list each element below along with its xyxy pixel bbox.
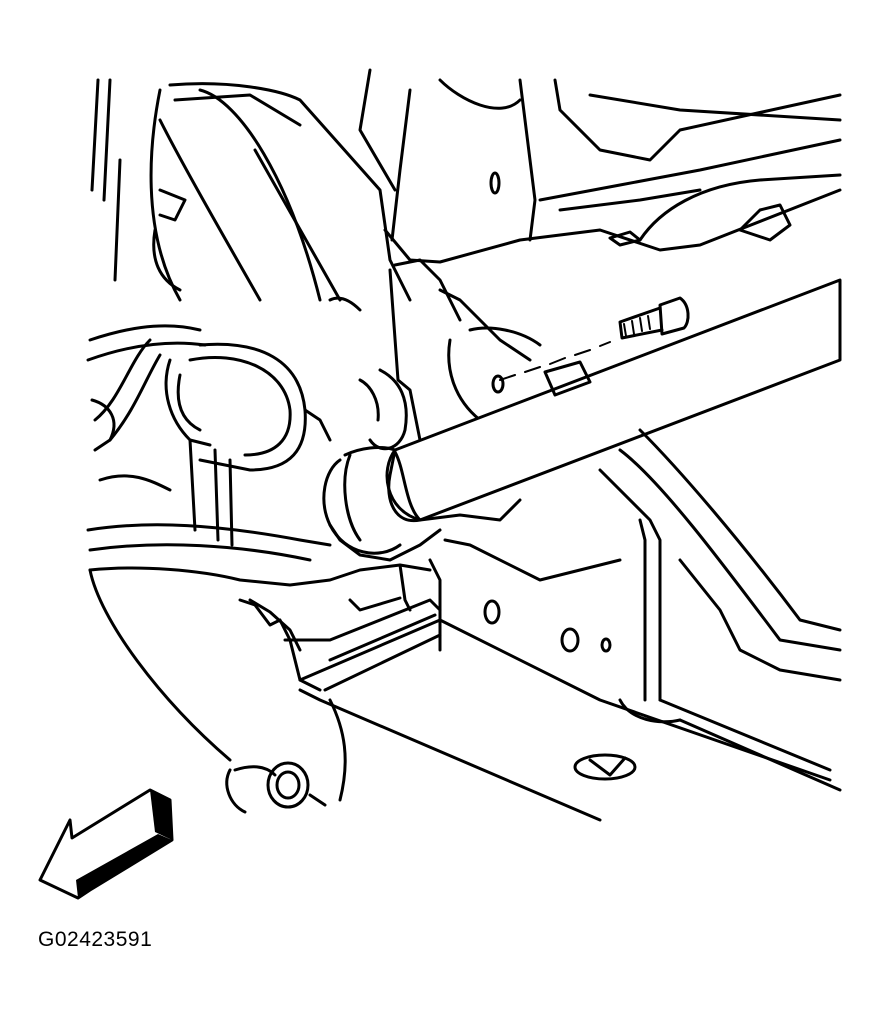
coolant-hose-loop <box>86 188 307 547</box>
upper-frame-structure <box>90 68 842 302</box>
bolt-fastener <box>491 296 690 397</box>
mount-bracket <box>303 258 542 451</box>
front-direction-arrow-icon <box>38 788 174 900</box>
shaft-tube <box>322 278 842 562</box>
bolt-icon <box>658 296 690 336</box>
figure-code: G02423591 <box>38 928 153 951</box>
frame-crossmember <box>86 428 842 822</box>
